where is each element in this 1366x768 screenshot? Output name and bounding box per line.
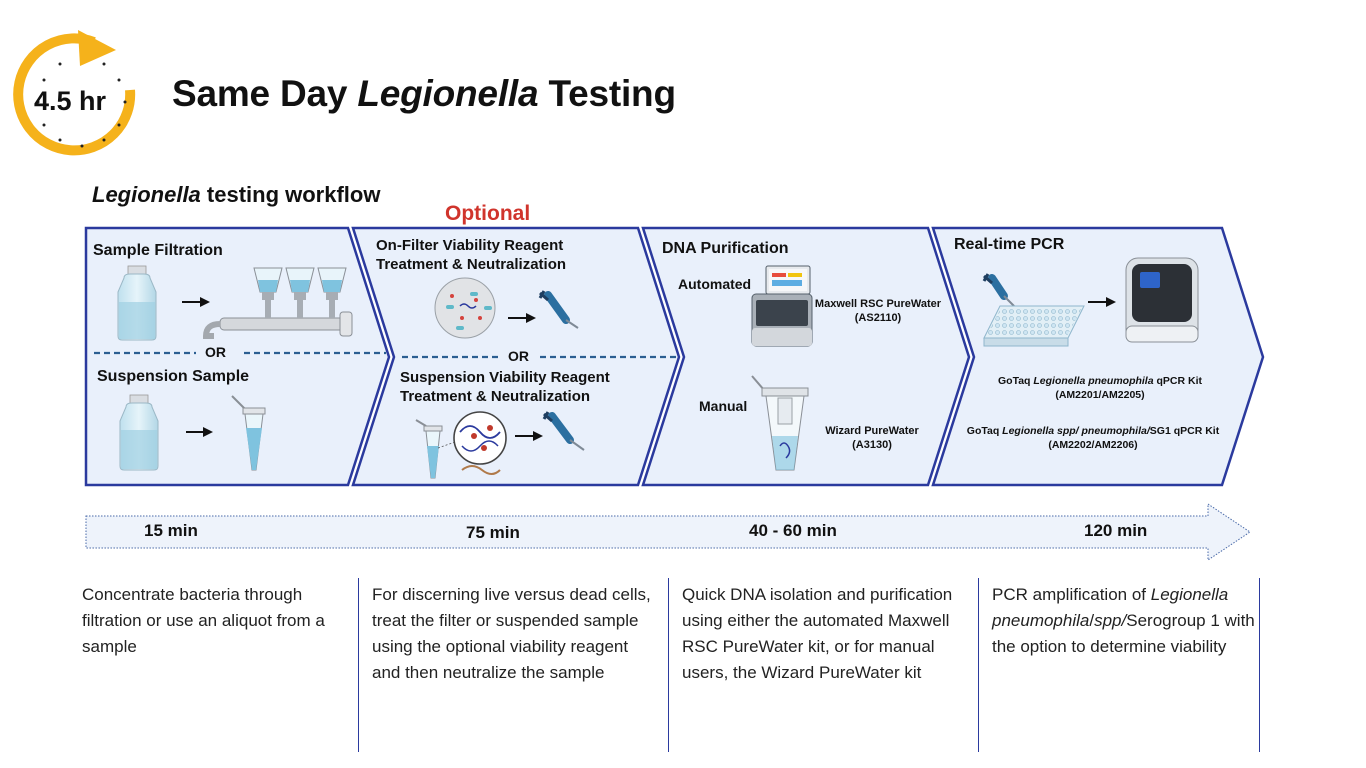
step2-description: For discerning live versus dead cells, t… <box>372 585 651 682</box>
manual-label: Manual <box>699 398 748 414</box>
tube-icon <box>231 395 266 471</box>
step3-description: Quick DNA isolation and purification usi… <box>682 585 953 682</box>
sample-bottle-icon <box>117 265 157 341</box>
purification-tube-icon <box>751 375 809 471</box>
step2-or-label: OR <box>508 348 529 364</box>
step1-title: Sample Filtration <box>93 242 223 259</box>
pipette-icon-2 <box>542 411 585 451</box>
tube-icon-2 <box>415 419 456 479</box>
column-divider <box>1259 578 1260 752</box>
step1-alt-title: Suspension Sample <box>97 368 250 385</box>
sample-bottle-icon-2 <box>119 394 159 471</box>
step3-title: DNA Purification <box>662 240 789 257</box>
chevron-sample-prep <box>84 226 391 487</box>
qpcr-instrument-icon <box>1125 257 1199 343</box>
filter-disk-icon <box>434 277 496 339</box>
pipette-icon <box>538 290 579 329</box>
chevron-viability <box>351 226 681 487</box>
chevron-dna-purification <box>641 226 971 487</box>
step4-title: Real-time PCR <box>954 236 1065 253</box>
clock-duration-label: 4.5 hr <box>34 86 107 116</box>
column-divider <box>668 578 669 752</box>
time-label-step2: 75 min <box>466 523 520 542</box>
workflow-heading: Legionella testing workflow <box>92 182 381 207</box>
maxwell-instrument-icon <box>751 265 813 347</box>
time-label-step1: 15 min <box>144 521 198 540</box>
step1-description: Concentrate bacteria through filtration … <box>82 585 325 656</box>
pipette-icon-3 <box>982 273 1015 307</box>
pcr-plate-icon <box>983 305 1085 347</box>
kit1-label: GoTaq Legionella pneumophila qPCR Kit (A… <box>998 375 1202 401</box>
column-divider <box>358 578 359 752</box>
clock-icon <box>10 28 140 163</box>
page-title: Same Day Legionella Testing <box>172 73 676 114</box>
step4-description: PCR amplification of Legionella pneumoph… <box>992 585 1255 656</box>
step1-or-label: OR <box>205 344 226 360</box>
dna-magnified-icon <box>453 411 507 475</box>
filtration-manifold-icon <box>202 267 353 339</box>
time-label-step4: 120 min <box>1084 521 1148 540</box>
automated-label: Automated <box>678 276 752 292</box>
kit2-label: GoTaq Legionella spp/ pneumophila/SG1 qP… <box>966 425 1220 451</box>
maxwell-product-label: Maxwell RSC PureWater(AS2110) <box>814 298 942 324</box>
optional-label: Optional <box>445 202 531 225</box>
timeline-arrow <box>85 503 1251 561</box>
wizard-product-label: Wizard PureWater(A3130) <box>825 425 919 451</box>
column-divider <box>978 578 979 752</box>
time-label-step3: 40 - 60 min <box>749 521 837 540</box>
